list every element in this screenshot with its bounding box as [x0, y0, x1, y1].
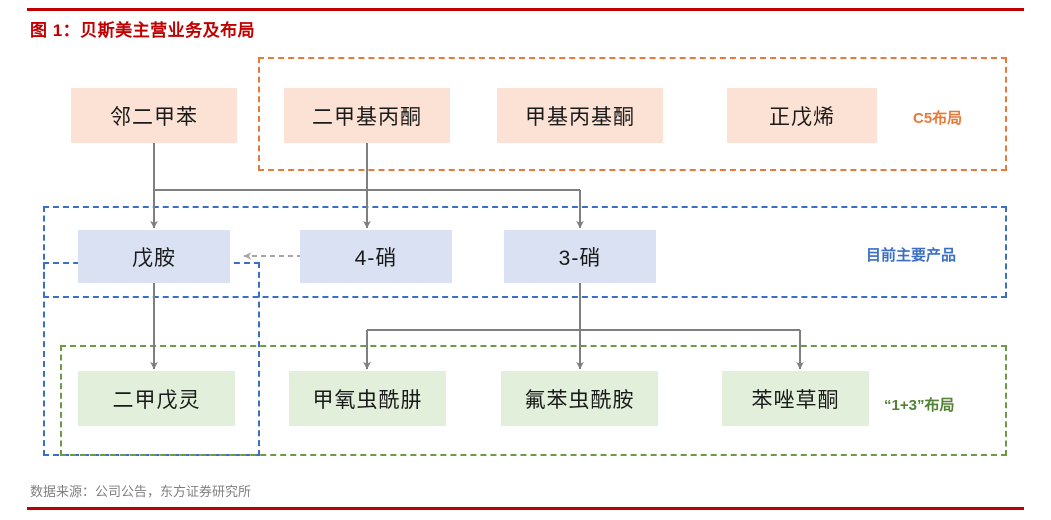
group-frame-current-main-products [43, 206, 1007, 298]
node-pendimethalin[interactable]: 二甲戊灵 [78, 371, 235, 426]
group-frame-one-plus-three-layout [60, 345, 1007, 456]
group-caption-one-plus-three-layout: “1+3”布局 [884, 397, 955, 414]
footer-rule [27, 507, 1024, 510]
figure-title: 图 1：贝斯美主营业务及布局 [30, 21, 256, 40]
node-4-nitro[interactable]: 4-硝 [300, 230, 452, 283]
source-note: 数据来源：公司公告，东方证券研究所 [30, 484, 252, 499]
node-topramezone[interactable]: 苯唑草酮 [722, 371, 869, 426]
node-3-nitro[interactable]: 3-硝 [504, 230, 656, 283]
node-label: 甲基丙基酮 [525, 105, 635, 129]
node-label: 甲氧虫酰肼 [312, 388, 423, 412]
node-n-pentene[interactable]: 正戊烯 [727, 88, 877, 143]
node-label: 正戊烯 [769, 105, 835, 129]
node-label: 邻二甲苯 [110, 105, 198, 129]
node-dimethyl-acetone[interactable]: 二甲基丙酮 [284, 88, 450, 143]
node-label: 3-硝 [558, 246, 602, 270]
group-frame-c5-layout [258, 57, 1007, 171]
group-caption-current-main-products: 目前主要产品 [866, 247, 957, 264]
node-o-xylene[interactable]: 邻二甲苯 [71, 88, 237, 143]
group-caption-c5-layout: C5布局 [913, 110, 963, 127]
node-methoxyfenozide[interactable]: 甲氧虫酰肼 [289, 371, 446, 426]
node-label: 4-硝 [354, 246, 398, 270]
node-flubendiamide[interactable]: 氟苯虫酰胺 [501, 371, 658, 426]
node-pentylamine[interactable]: 戊胺 [78, 230, 230, 283]
node-label: 戊胺 [132, 246, 176, 270]
node-label: 二甲基丙酮 [312, 105, 422, 129]
node-label: 二甲戊灵 [112, 388, 201, 412]
node-methyl-propyl-ketone[interactable]: 甲基丙基酮 [497, 88, 663, 143]
node-label: 氟苯虫酰胺 [524, 388, 635, 412]
header-rule [27, 8, 1024, 11]
node-label: 苯唑草酮 [751, 388, 840, 412]
